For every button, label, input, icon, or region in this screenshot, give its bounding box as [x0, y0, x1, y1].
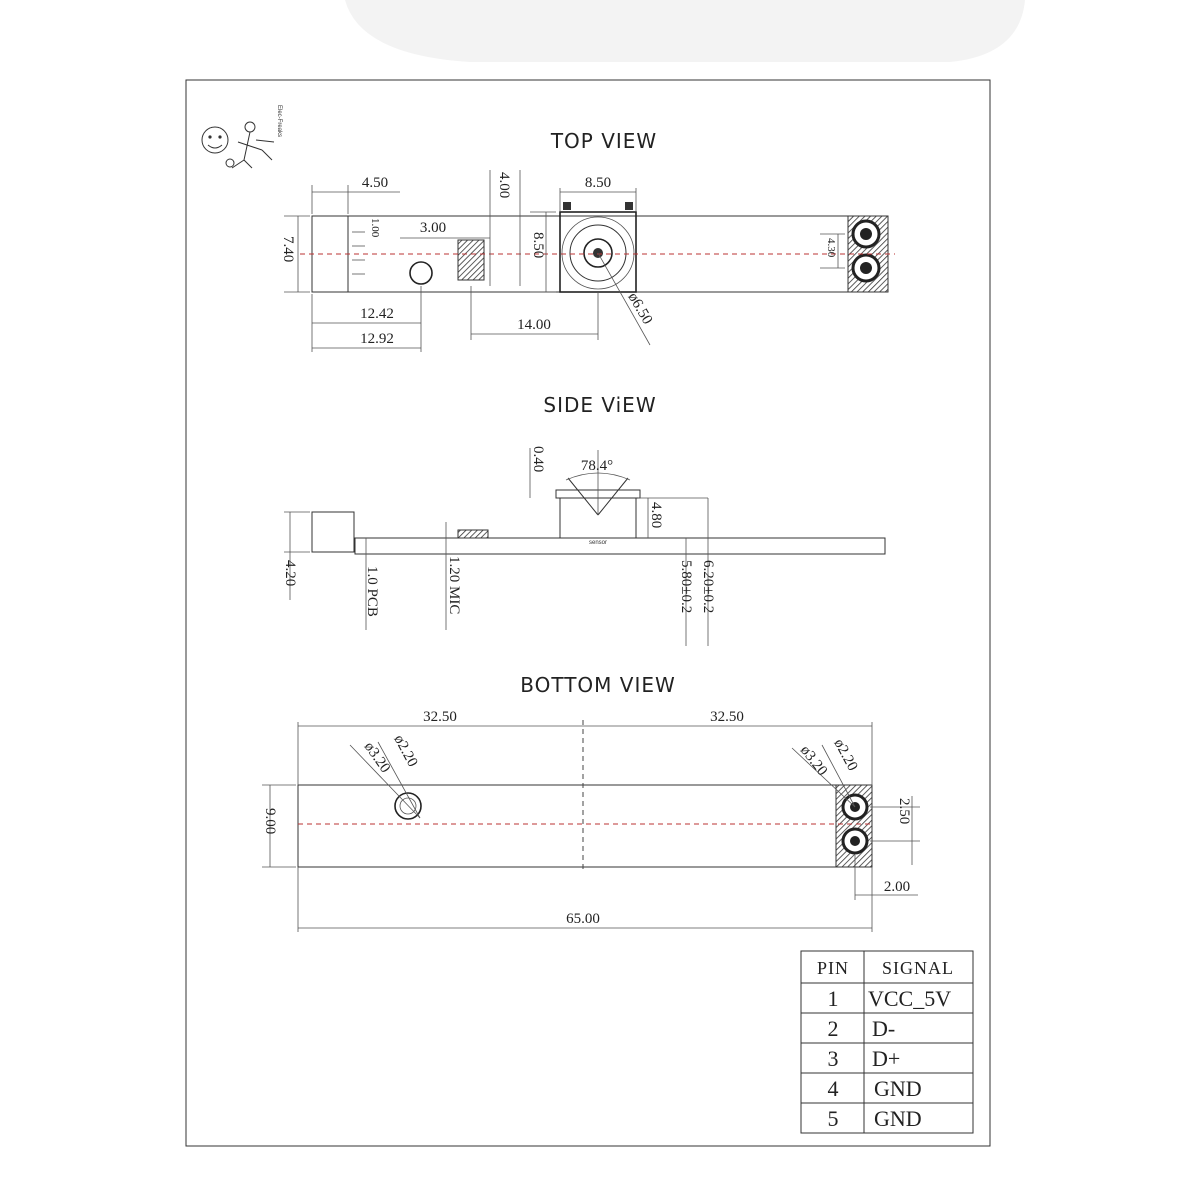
bottom-view: 32.50 32.50 ø3.20 ø2.20 ø3.20 ø2.20 9.00… — [262, 709, 920, 932]
pin-table-row-2-signal: D- — [872, 1016, 895, 1041]
side-view-title: SIDE ViEW — [543, 393, 656, 417]
dim-side-5-80: 5.80±0.2 — [678, 560, 694, 613]
dim-bottom-65-00: 65.00 — [566, 911, 600, 927]
dim-side-0-40: 0.40 — [530, 446, 546, 472]
logo-icon: Elec-Freaks — [201, 105, 282, 169]
background-shape — [345, 0, 1025, 62]
side-mic-chip — [457, 529, 489, 539]
pin-table-row-5-pin: 5 — [828, 1106, 839, 1131]
dim-side-4-20: 4.20 — [282, 560, 298, 586]
dim-bottom-half-right: 32.50 — [710, 709, 744, 725]
side-sensor-label: sensor — [589, 540, 607, 546]
pin-table-row-3-pin: 3 — [828, 1046, 839, 1071]
bottom-view-title: BOTTOM VIEW — [520, 673, 676, 697]
dim-top-4-30: 4.30 — [825, 238, 837, 258]
dim-bottom-hole-outer-right: ø3.20 — [797, 743, 830, 779]
side-fov-angle: 78.4° — [581, 458, 613, 474]
top-mic — [409, 261, 433, 285]
dim-top-12-42: 12.42 — [360, 306, 394, 322]
dim-bottom-half-left: 32.50 — [423, 709, 457, 725]
logo-text: Elec-Freaks — [276, 105, 282, 137]
top-view: 4.50 4.00 8.50 7.40 1.00 3.00 8.50 4.30 — [280, 170, 895, 352]
dim-top-7-40: 7.40 — [280, 236, 296, 262]
pin-table-row-4-signal: GND — [874, 1076, 922, 1101]
top-sensor-chip — [457, 239, 485, 281]
dim-bottom-hole-inner-left: ø2.20 — [390, 732, 420, 769]
dim-side-pcb: 1.0 PCB — [364, 566, 380, 617]
dim-top-8-50-height: 8.50 — [530, 232, 546, 258]
dim-top-3-00: 3.00 — [420, 220, 446, 236]
dim-top-4-50: 4.50 — [362, 175, 388, 191]
dim-top-1-00: 1.00 — [369, 218, 381, 238]
dim-bottom-2-50: 2.50 — [896, 798, 912, 824]
bottom-mount-hole — [394, 792, 422, 820]
side-view: sensor 78.4° 0.40 4.80 6.20±0.2 5.80±0.2… — [282, 446, 886, 646]
pin-table-border — [800, 950, 974, 1134]
dim-bottom-hole-outer-left: ø3.20 — [361, 739, 393, 776]
dim-side-mic: 1.20 MIC — [446, 556, 462, 614]
dim-bottom-9-00: 9.00 — [262, 808, 278, 834]
pin-table-row-1-signal: VCC_5V — [868, 986, 951, 1011]
pin-table: PIN SIGNAL 1 VCC_5V 2 D- 3 D+ 4 GND 5 GN… — [800, 950, 974, 1134]
pin-table-row-2-pin: 2 — [828, 1016, 839, 1041]
dim-top-14-00: 14.00 — [517, 317, 551, 333]
dim-top-4-00: 4.00 — [496, 172, 512, 198]
pin-table-row-3-signal: D+ — [872, 1046, 900, 1071]
bottom-board-outline — [297, 784, 873, 868]
dim-bottom-2-00: 2.00 — [884, 879, 910, 895]
pin-table-header-pin: PIN — [817, 958, 849, 978]
dim-side-4-80: 4.80 — [648, 502, 664, 528]
dim-top-12-92: 12.92 — [360, 331, 394, 347]
side-usb-block — [311, 511, 355, 553]
dim-top-8-50-width: 8.50 — [585, 175, 611, 191]
pin-table-row-5-signal: GND — [874, 1106, 922, 1131]
drawing-frame — [185, 79, 991, 1147]
dim-side-6-20: 6.20±0.2 — [700, 560, 716, 613]
pin-table-header-signal: SIGNAL — [882, 958, 954, 978]
pin-table-row-1-pin: 1 — [828, 986, 839, 1011]
top-view-title: TOP VIEW — [550, 129, 657, 153]
side-pcb — [354, 537, 886, 555]
dim-bottom-hole-inner-right: ø2.20 — [830, 736, 860, 773]
pin-table-row-4-pin: 4 — [828, 1076, 839, 1101]
